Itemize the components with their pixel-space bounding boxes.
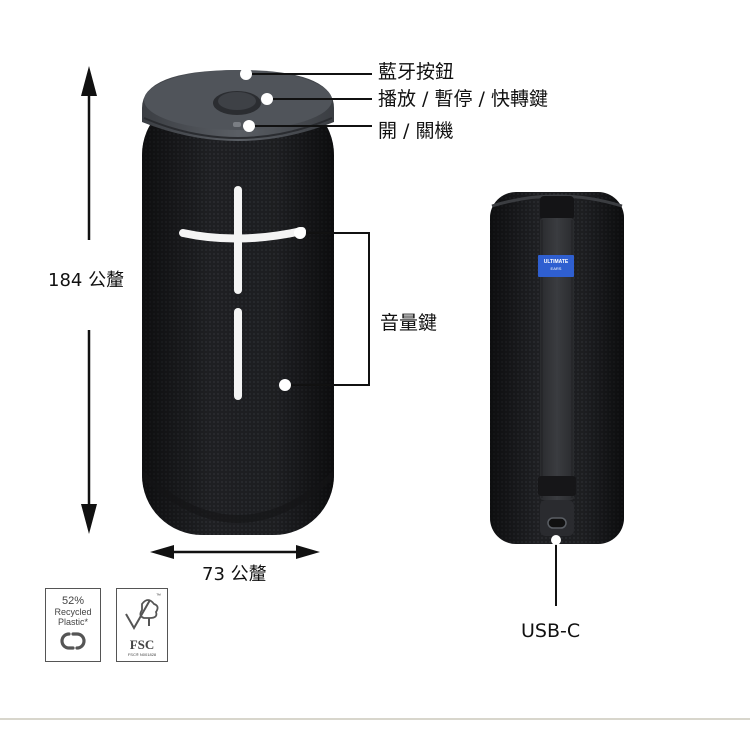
height-dimension-label: 184 公釐 bbox=[46, 270, 127, 291]
volume-keys-label: 音量鍵 bbox=[380, 312, 438, 334]
play-pause-skip-label: 播放 / 暫停 / 快轉鍵 bbox=[378, 88, 548, 110]
callout-power bbox=[243, 120, 372, 132]
callout-play-pause bbox=[261, 93, 372, 105]
fsc-text: FSC bbox=[129, 637, 155, 652]
recycled-line-1: Recycled bbox=[54, 607, 92, 617]
fsc-badge: ™ FSC FSC® N001828 bbox=[116, 588, 168, 662]
callout-bluetooth bbox=[240, 68, 372, 80]
ultimate-ears-tag: ULTIMATE EARS bbox=[538, 255, 574, 277]
back-speaker bbox=[490, 192, 624, 544]
tag-line-2: EARS bbox=[550, 266, 562, 271]
fsc-code: FSC® N001828 bbox=[127, 652, 157, 657]
usb-c-label: USB-C bbox=[521, 620, 581, 642]
width-dimension-label: 73 公釐 bbox=[200, 564, 269, 585]
recycled-plastic-badge: 52% Recycled Plastic* bbox=[45, 588, 101, 662]
width-dimension-arrow bbox=[150, 545, 320, 559]
bottom-divider bbox=[0, 718, 750, 720]
height-dimension-arrow bbox=[81, 66, 97, 534]
tag-line-1: ULTIMATE bbox=[543, 259, 569, 265]
fsc-tree-icon bbox=[125, 599, 159, 631]
bluetooth-button-label: 藍牙按鈕 bbox=[378, 61, 455, 83]
recycled-line-2: Plastic* bbox=[57, 617, 88, 627]
recycle-link-icon bbox=[60, 632, 86, 650]
front-speaker bbox=[142, 70, 334, 535]
power-label: 開 / 關機 bbox=[378, 120, 454, 142]
fsc-tm: ™ bbox=[156, 593, 161, 599]
recycled-percent: 52% bbox=[61, 595, 85, 607]
callout-volume bbox=[279, 227, 370, 391]
callout-usb-c bbox=[551, 535, 561, 606]
